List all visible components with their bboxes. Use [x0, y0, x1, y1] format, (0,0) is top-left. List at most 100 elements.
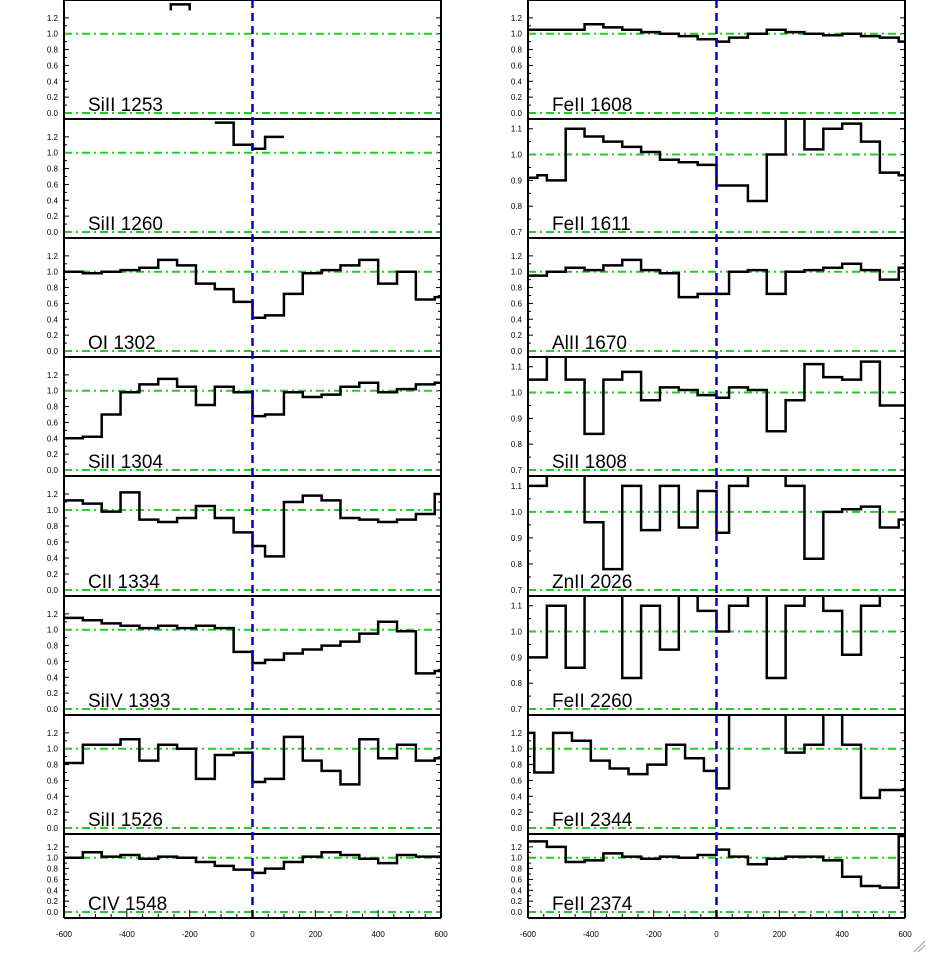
panel-2-7-ytick-label-3: 0.6: [511, 776, 523, 785]
panel-2-5-ytick-label-2: 0.9: [511, 534, 523, 543]
panel-1-8-ytick-label-0: 0.0: [47, 908, 59, 917]
panel-2-4-ytick-label-0: 0.7: [511, 466, 523, 475]
col-2-xtick-label-4: 200: [773, 930, 787, 939]
panel-1-5-spectrum: [64, 491, 441, 558]
panel-2-2-ion-label: FeII 1611: [552, 214, 631, 235]
panel-1-4-ytick-label-5: 1.0: [47, 387, 59, 396]
panel-2-8-ytick-label-6: 1.2: [511, 843, 523, 852]
panel-1-2-spectrum: [214, 121, 284, 150]
panel-2-4-ion-label: SiII 1808: [552, 452, 627, 473]
panel-2-7-ytick-label-5: 1.0: [511, 745, 523, 754]
panel-1-8-ytick-label-6: 1.2: [47, 843, 59, 852]
panel-1-3-ytick-label-4: 0.8: [47, 284, 59, 293]
col-2-xtick-label-2: -200: [646, 930, 663, 939]
panel-1-5-ytick-label-3: 0.6: [47, 538, 59, 547]
panel-1-6-ytick-label-0: 0.0: [47, 705, 59, 714]
panel-2-3-ytick-label-0: 0.0: [511, 347, 523, 356]
panel-2-2-ytick-label-0: 0.7: [511, 228, 523, 237]
panel-1-1-ytick-label-0: 0.0: [47, 109, 59, 118]
panel-1-2-ytick-label-6: 1.2: [47, 133, 59, 142]
panel-1-1-ytick-label-3: 0.6: [47, 61, 59, 70]
panel-2-8-ytick-label-0: 0.0: [511, 908, 523, 917]
panel-2-8-ytick-label-4: 0.8: [511, 865, 523, 874]
panel-2-5-ion-label: ZnII 2026: [552, 572, 632, 593]
panel-2-1-ytick-label-5: 1.0: [511, 30, 523, 39]
panel-2-4-ytick-label-1: 0.8: [511, 440, 523, 449]
panel-1-4-spectrum: [64, 377, 441, 440]
col-2-xtick-label-1: -400: [583, 930, 600, 939]
panel-2-6-spectrum: [528, 596, 882, 680]
panel-2-2-ytick-label-2: 0.9: [511, 176, 523, 185]
col-1-xtick-label-4: 200: [309, 930, 323, 939]
panel-2-2-ytick-label-4: 1.1: [511, 125, 523, 134]
panel-1-8-ytick-label-5: 1.0: [47, 854, 59, 863]
panel-2-8-ytick-label-2: 0.4: [511, 886, 523, 895]
panel-2-7-ytick-label-6: 1.2: [511, 729, 523, 738]
panel-2-3-ytick-label-1: 0.2: [511, 331, 523, 340]
panel-1-3-ytick-label-1: 0.2: [47, 331, 59, 340]
panel-2-2-spectrum: [528, 119, 905, 203]
panel-1-7-ytick-label-1: 0.2: [47, 808, 59, 817]
panel-2-5-ytick-label-0: 0.7: [511, 586, 523, 595]
panel-1-3-ytick-label-0: 0.0: [47, 347, 59, 356]
panel-1-4-ytick-label-0: 0.0: [47, 466, 59, 475]
panel-1-2-ion-label: SiII 1260: [88, 214, 163, 235]
panel-1-1-ion-label: SiII 1253: [88, 95, 163, 116]
panel-1-3-ytick-label-5: 1.0: [47, 268, 59, 277]
panel-1-5-ytick-label-4: 0.8: [47, 522, 59, 531]
panel-2-1-ytick-label-6: 1.2: [511, 14, 523, 23]
panel-1-3-ytick-label-3: 0.6: [47, 299, 59, 308]
panel-1-2-ytick-label-5: 1.0: [47, 149, 59, 158]
panel-1-3-ytick-label-6: 1.2: [47, 252, 59, 261]
panel-1-3-spectrum: [64, 258, 441, 319]
panel-2-4-ytick-label-2: 0.9: [511, 414, 523, 423]
panel-2-7-ytick-label-0: 0.0: [511, 824, 523, 833]
panel-2-4-ytick-label-3: 1.0: [511, 389, 523, 398]
panel-2-7-ion-label: FeII 2344: [552, 810, 633, 831]
panel-1-6-ytick-label-6: 1.2: [47, 610, 59, 619]
panel-1-7-ytick-label-0: 0.0: [47, 824, 59, 833]
panel-1-4-ytick-label-6: 1.2: [47, 371, 59, 380]
panel-1-8-ytick-label-1: 0.2: [47, 897, 59, 906]
panel-1-5-ytick-label-1: 0.2: [47, 570, 59, 579]
panel-1-4-ytick-label-4: 0.8: [47, 403, 59, 412]
panel-1-1-spectrum: [169, 3, 191, 11]
panel-1-7-ytick-label-3: 0.6: [47, 776, 59, 785]
col-2-xtick-label-6: 600: [898, 930, 912, 939]
panel-1-4-ytick-label-2: 0.4: [47, 434, 59, 443]
panel-2-5-ytick-label-3: 1.0: [511, 508, 523, 517]
panel-2-6-ytick-label-4: 1.1: [511, 602, 523, 611]
panel-2-8-ytick-label-3: 0.6: [511, 875, 523, 884]
panel-2-3-ytick-label-6: 1.2: [511, 252, 523, 261]
panel-2-6-ytick-label-2: 0.9: [511, 653, 523, 662]
panel-1-5-ytick-label-6: 1.2: [47, 490, 59, 499]
panel-2-5-ytick-label-4: 1.1: [511, 482, 523, 491]
panel-1-7-ion-label: SiII 1526: [88, 810, 163, 831]
panel-2-2-ytick-label-1: 0.8: [511, 202, 523, 211]
panel-1-7-spectrum: [64, 735, 441, 786]
panel-1-2-ytick-label-0: 0.0: [47, 228, 59, 237]
panel-2-6-ion-label: FeII 2260: [552, 691, 632, 712]
panel-1-6-spectrum: [64, 616, 441, 675]
col-1-xtick-label-0: -600: [56, 930, 73, 939]
panel-2-3-ytick-label-2: 0.4: [511, 315, 523, 324]
panel-1-1-ytick-label-5: 1.0: [47, 30, 59, 39]
panel-2-6-ytick-label-3: 1.0: [511, 628, 523, 637]
panel-1-4-ytick-label-3: 0.6: [47, 418, 59, 427]
panel-1-6-ytick-label-3: 0.6: [47, 657, 59, 666]
panel-1-6-ytick-label-4: 0.8: [47, 642, 59, 651]
panel-2-3-ytick-label-4: 0.8: [511, 284, 523, 293]
panel-1-3-ytick-label-2: 0.4: [47, 315, 59, 324]
panel-1-1-ytick-label-4: 0.8: [47, 46, 59, 55]
panel-1-2-ytick-label-2: 0.4: [47, 196, 59, 205]
col-1-xtick-label-6: 600: [434, 930, 448, 939]
panel-2-1-ytick-label-3: 0.6: [511, 61, 523, 70]
resize-grip-line-1: [913, 940, 926, 953]
panel-1-7-ytick-label-6: 1.2: [47, 729, 59, 738]
panel-2-4-ytick-label-4: 1.1: [511, 363, 523, 372]
panel-2-6-ytick-label-1: 0.8: [511, 679, 523, 688]
panel-2-8-ytick-label-1: 0.2: [511, 897, 523, 906]
panel-2-8-ytick-label-5: 1.0: [511, 854, 523, 863]
panel-2-5-ytick-label-1: 0.8: [511, 560, 523, 569]
panel-1-2-ytick-label-3: 0.6: [47, 180, 59, 189]
